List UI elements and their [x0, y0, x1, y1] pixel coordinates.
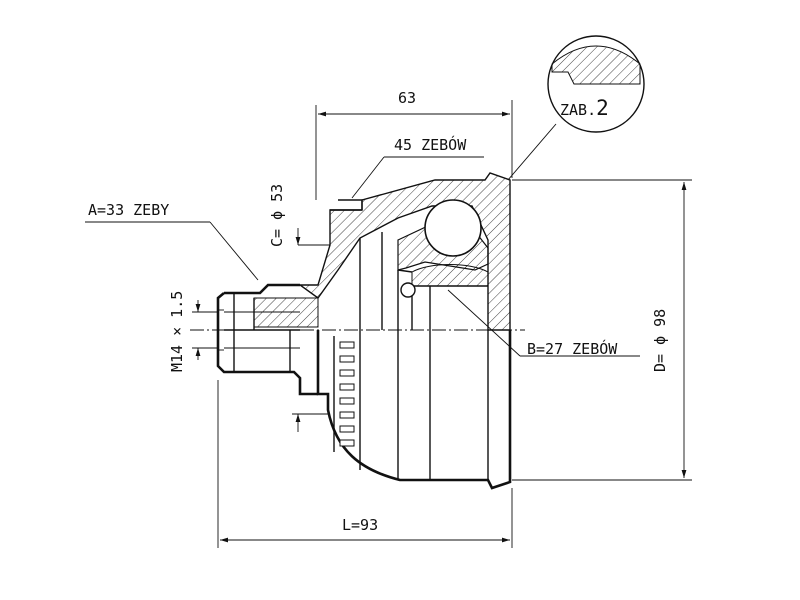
callout-a: A=33 ZEBY [85, 201, 259, 281]
thread-label: M14 × 1.5 [168, 291, 186, 372]
dim-l-label: L=93 [342, 516, 378, 534]
callout-b: B=27 ZEBÓW [447, 289, 640, 358]
dim-63-label: 63 [398, 89, 416, 107]
shaft [216, 283, 319, 396]
spline-45-label: 45 ZEBÓW [394, 135, 467, 154]
spline-b-label: B=27 ZEBÓW [527, 339, 618, 358]
dimension-thread: M14 × 1.5 [168, 291, 218, 372]
bell-housing-exterior [316, 330, 512, 490]
dimension-63: 63 [315, 89, 513, 200]
detail-zab-2: ZAB.2 [507, 35, 645, 181]
abs-tone-ring [333, 336, 355, 452]
spline-a-label: A=33 ZEBY [88, 201, 169, 219]
dimension-c: C= ϕ 53 [268, 184, 330, 432]
zab-label: ZAB.2 [560, 96, 609, 120]
dimension-d: D= ϕ 98 [512, 179, 692, 481]
ball [424, 199, 482, 257]
bell-housing-section [297, 172, 511, 331]
dimension-l: L=93 [217, 380, 513, 548]
dim-c-label: C= ϕ 53 [268, 184, 286, 247]
callout-45: 45 ZEBÓW [351, 135, 484, 199]
dim-d-label: D= ϕ 98 [651, 309, 669, 372]
